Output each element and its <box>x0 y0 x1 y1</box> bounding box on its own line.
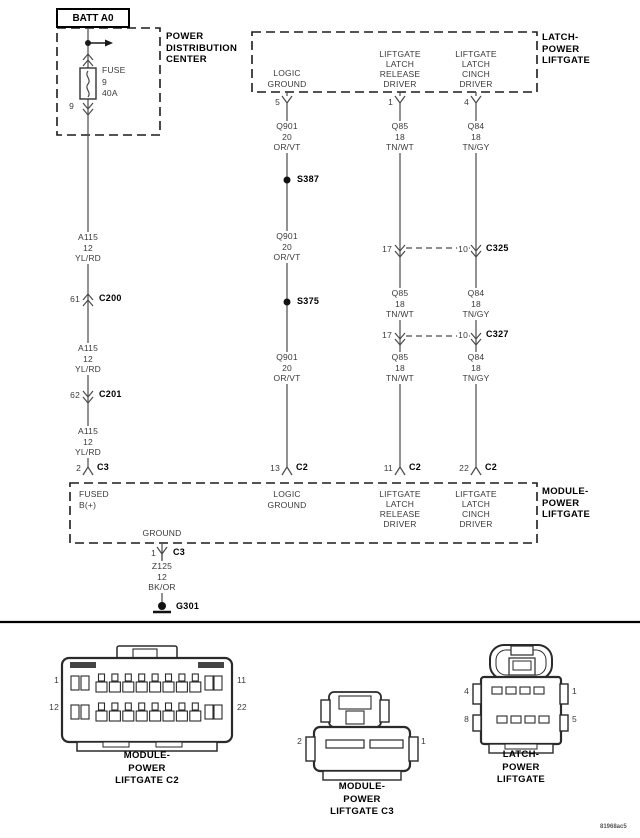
doc-id: 81968ac5 <box>600 824 627 830</box>
c327-pin-left: 17 <box>381 330 393 341</box>
c2-view-caption: MODULE- POWER LIFTGATE C2 <box>115 750 179 786</box>
connector-c3: C3 <box>96 462 111 473</box>
splice-s375: S375 <box>296 296 321 307</box>
splice-s375-dot <box>283 298 291 306</box>
module-box-outline <box>69 482 538 544</box>
connector-c3: C3 <box>172 547 187 558</box>
latch-terminal-cinch-driver: LIFTGATE LATCH CINCH DRIVER <box>454 49 498 89</box>
splice-s387-dot <box>283 176 291 184</box>
ground-c3-symbol <box>156 546 168 560</box>
latch-pin-logic-ground: 5 <box>274 97 281 108</box>
wire-label-q901: Q901 20 OR/VT <box>272 352 302 384</box>
latch-terminal-logic-ground: LOGIC GROUND <box>266 68 308 89</box>
wire-label-a115: A115 12 YL/RD <box>73 343 103 375</box>
module-pin-cinch: 22 <box>458 463 470 474</box>
c3-view-caption: MODULE- POWER LIFTGATE C3 <box>330 781 394 817</box>
c325-pin-left: 17 <box>381 244 393 255</box>
connector-c200-symbol <box>82 293 94 307</box>
module-box-name: MODULE- POWER LIFTGATE <box>542 486 591 520</box>
connector-c2: C2 <box>408 462 423 473</box>
c2-view-pin-22: 22 <box>236 702 248 713</box>
connector-c201: C201 <box>98 389 123 400</box>
module-pin-release: 11 <box>382 463 394 474</box>
ground-pin: 1 <box>150 548 157 559</box>
latch-view-pin-4: 4 <box>463 686 470 697</box>
module-terminal-fused-b: FUSED B(+) <box>78 489 110 510</box>
wire-label-q84: Q84 18 TN/GY <box>461 121 491 153</box>
pdc-name: POWER DISTRIBUTION CENTER <box>166 31 238 65</box>
connector-view-c3 <box>305 691 419 781</box>
wire-label-q901: Q901 20 OR/VT <box>272 121 302 153</box>
connector-c201-symbol <box>82 390 94 404</box>
latch-box-name: LATCH- POWER LIFTGATE <box>542 32 591 66</box>
c201-pin: 62 <box>69 390 81 401</box>
wire-label-z125: Z125 12 BK/OR <box>147 561 177 593</box>
module-pin-logic-ground: 13 <box>269 463 281 474</box>
connector-c325: C325 <box>485 243 510 254</box>
c3-view-pin-2: 2 <box>296 736 303 747</box>
ground-g301: G301 <box>175 601 201 612</box>
wire-label-q84: Q84 18 TN/GY <box>461 288 491 320</box>
c3-view-pin-1: 1 <box>420 736 427 747</box>
c2-view-pin-1: 1 <box>53 675 60 686</box>
latch-terminal-release-driver: LIFTGATE LATCH RELEASE DRIVER <box>378 49 422 89</box>
module-terminal-ground: GROUND <box>141 528 183 539</box>
wire-label-q901: Q901 20 OR/VT <box>272 231 302 263</box>
latch-view-pin-5: 5 <box>571 714 578 725</box>
wire-label-q85: Q85 18 TN/WT <box>385 121 415 153</box>
latch-pin-cinch: 4 <box>463 97 470 108</box>
fuse-label: FUSE 9 40A <box>101 65 127 100</box>
module-terminal-cinch: LIFTGATE LATCH CINCH DRIVER <box>454 489 498 529</box>
latch-connector-symbols <box>281 95 482 110</box>
c200-pin: 61 <box>69 294 81 305</box>
connector-view-latch <box>472 644 569 754</box>
latch-pin-release: 1 <box>387 97 394 108</box>
wire-label-q84: Q84 18 TN/GY <box>461 352 491 384</box>
c325-pin-right: 10 <box>457 244 469 255</box>
ground-g301-symbol <box>153 602 171 614</box>
junction-arrow <box>85 39 113 47</box>
module-terminal-release: LIFTGATE LATCH RELEASE DRIVER <box>378 489 422 529</box>
wire-label-a115: A115 12 YL/RD <box>73 232 103 264</box>
c327-pin-right: 10 <box>457 330 469 341</box>
module-connector-symbols <box>82 461 482 476</box>
connector-c2: C2 <box>295 462 310 473</box>
pdc-box <box>56 27 161 136</box>
fuse-pin: 9 <box>68 101 75 112</box>
module-terminal-logic-ground: LOGIC GROUND <box>266 489 308 510</box>
latch-view-caption: LATCH- POWER LIFTGATE <box>496 749 546 785</box>
battery-feed-label: BATT A0 <box>56 8 130 28</box>
fuse-symbol <box>79 53 97 116</box>
connector-view-c2 <box>60 645 234 752</box>
module-pin-fused-b: 2 <box>75 463 82 474</box>
wire-label-a115: A115 12 YL/RD <box>73 426 103 458</box>
connector-c200: C200 <box>98 293 123 304</box>
splice-s387: S387 <box>296 174 321 185</box>
latch-view-pin-8: 8 <box>463 714 470 725</box>
c2-view-pin-11: 11 <box>236 675 248 686</box>
connector-c2: C2 <box>484 462 499 473</box>
wire-label-q85: Q85 18 TN/WT <box>385 352 415 384</box>
c2-view-pin-12: 12 <box>48 702 60 713</box>
connector-c327: C327 <box>485 329 510 340</box>
latch-box-outline <box>251 31 538 93</box>
wire-label-q85: Q85 18 TN/WT <box>385 288 415 320</box>
latch-view-pin-1: 1 <box>571 686 578 697</box>
